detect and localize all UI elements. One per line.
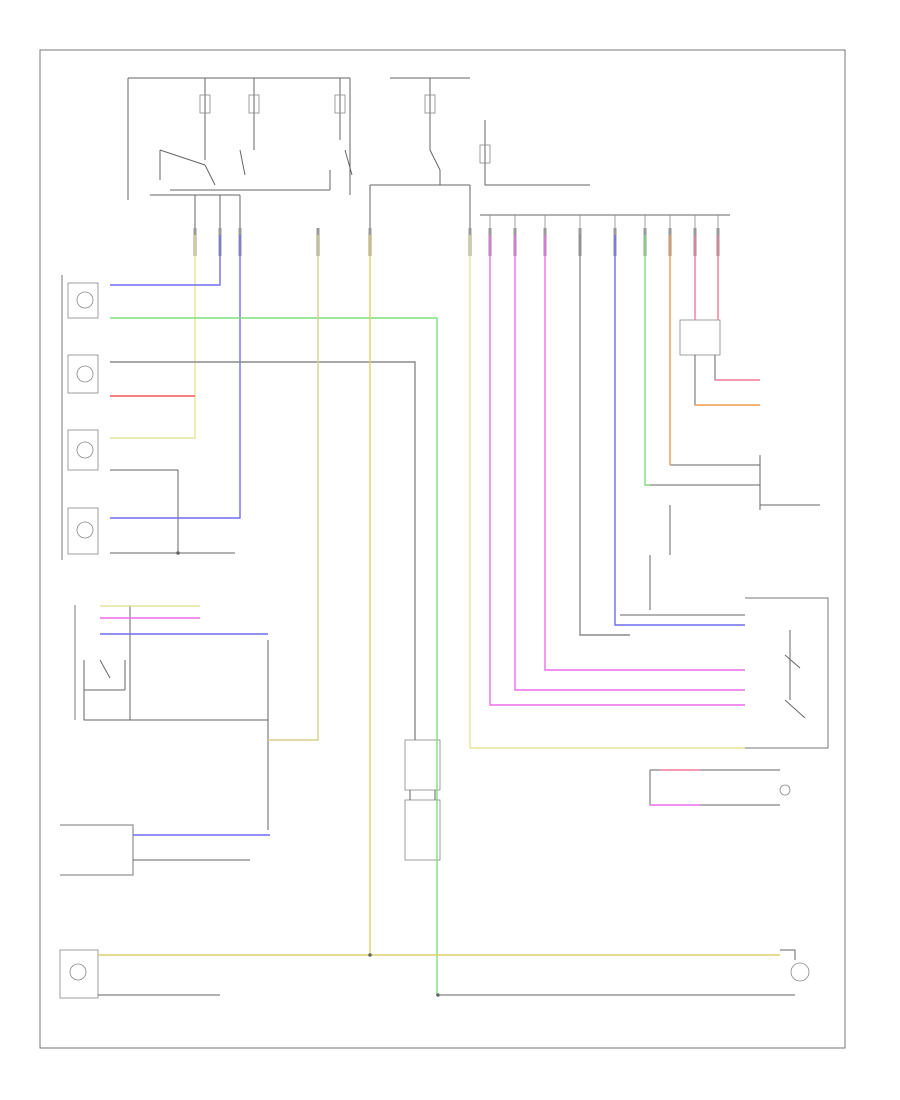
connector-row-top bbox=[480, 214, 730, 235]
wire-magenta-11 bbox=[544, 235, 745, 671]
wire-blue-2 bbox=[110, 235, 221, 286]
tail-lamp-bottom-right bbox=[440, 949, 810, 996]
connector-pins bbox=[193, 228, 720, 256]
wire-green-4 bbox=[110, 317, 438, 995]
wire-magenta-12 bbox=[489, 235, 745, 706]
splice-dots bbox=[176, 551, 440, 997]
switch-left-middle bbox=[74, 605, 269, 830]
wire-gold-8 bbox=[98, 235, 371, 956]
wire-blue-3 bbox=[110, 235, 241, 519]
switch-right-middle bbox=[649, 455, 820, 610]
wire-green-14 bbox=[644, 235, 650, 486]
switch-right-lower bbox=[620, 597, 829, 749]
wire-gray-5 bbox=[110, 361, 416, 740]
relay-right-top bbox=[679, 319, 760, 406]
wire-gray-21 bbox=[579, 235, 630, 636]
lamp-4 bbox=[67, 507, 99, 555]
fuse-block-left bbox=[127, 77, 353, 230]
wire-olive-7 bbox=[268, 235, 319, 741]
wire-layer bbox=[98, 235, 780, 995]
center-connector bbox=[404, 739, 441, 861]
tail-lamp-bottom bbox=[59, 949, 220, 999]
diagram-frame bbox=[39, 49, 846, 1049]
wire-magenta-10 bbox=[514, 235, 745, 691]
headlamp-switch bbox=[649, 769, 791, 806]
lamp-2 bbox=[67, 354, 99, 394]
wire-blue-13 bbox=[614, 235, 745, 626]
fuse-block-right bbox=[369, 77, 590, 230]
wire-yellow-20 bbox=[469, 235, 745, 749]
lamp-1 bbox=[67, 282, 99, 319]
wire-yellow-1 bbox=[110, 235, 196, 439]
module-lower-left bbox=[60, 824, 270, 876]
lamp-3 bbox=[67, 429, 99, 471]
lamp-column-left bbox=[61, 275, 235, 560]
